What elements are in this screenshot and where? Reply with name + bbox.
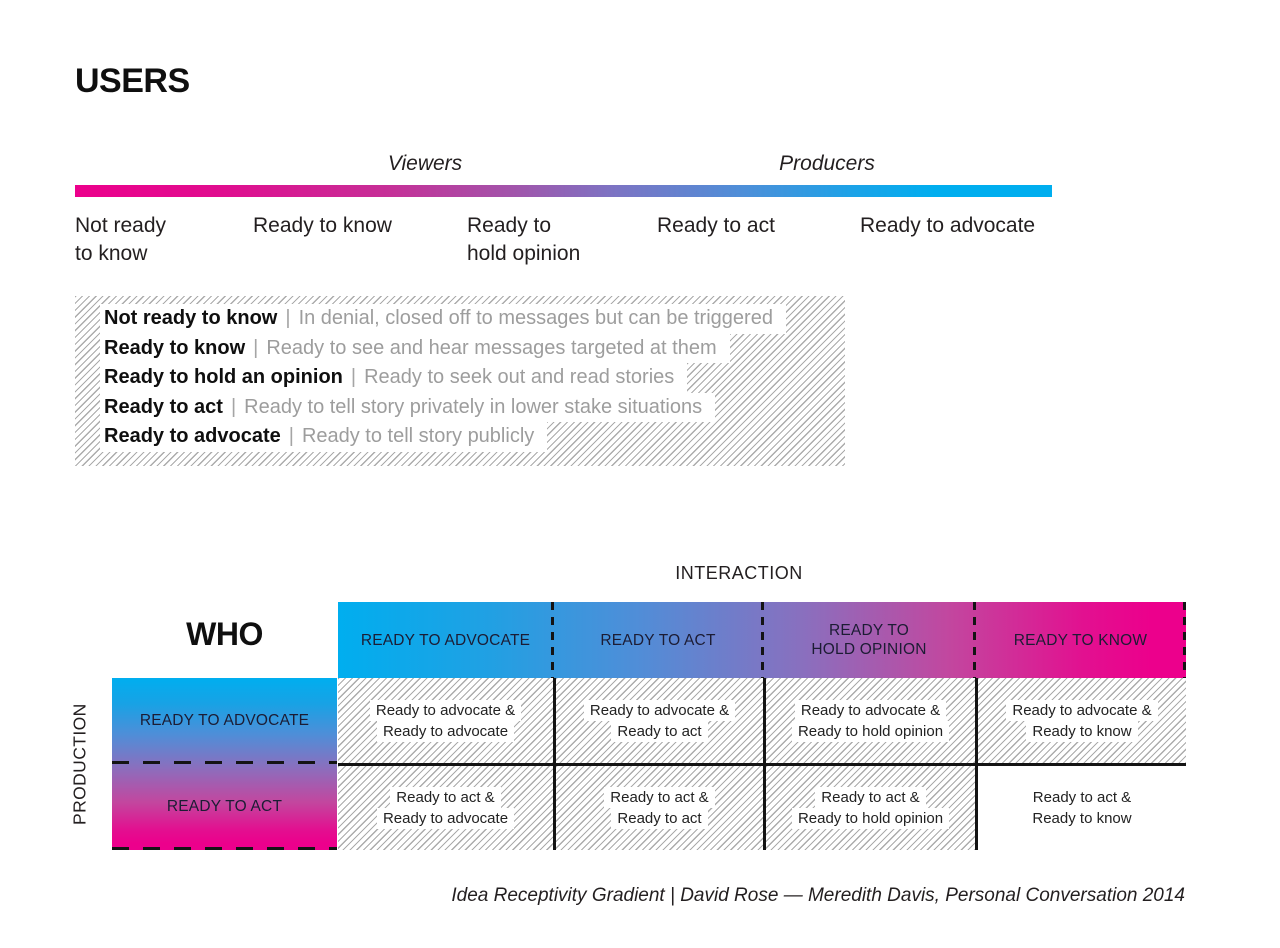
definition-term: Ready to know — [104, 336, 246, 359]
definition-description: Ready to tell story privately in lower s… — [244, 395, 703, 418]
definition-term: Not ready to know — [104, 307, 278, 329]
definition-strip: Ready to act | Ready to tell story private… — [100, 392, 716, 423]
matrix-cell-text: Ready to act & — [390, 787, 501, 808]
matrix-cell-act-know: Ready to act & Ready to know — [975, 763, 1186, 850]
dashed-column-divider — [973, 602, 976, 678]
dashed-row-divider — [112, 847, 337, 850]
column-header-ready-to-advocate: READY TO ADVOCATE — [360, 631, 531, 649]
definition-row-ready-to-act: Ready to act | Ready to tell story private… — [100, 392, 845, 423]
definition-separator: | — [230, 395, 237, 418]
matrix-cell-text: Ready to advocate — [376, 720, 515, 742]
matrix-cell-text: Ready to act & — [815, 787, 926, 808]
matrix-cell-advocate-act: Ready to advocate & Ready to act — [553, 678, 763, 763]
matrix-cell-act-hold-opinion: Ready to act & Ready to hold opinion — [763, 763, 975, 850]
definition-description: Ready to see and hear messages targeted … — [266, 336, 717, 359]
production-row-headers: READY TO ADVOCATE READY TO ACT — [112, 678, 337, 850]
row-header-ready-to-act: READY TO ACT — [166, 797, 283, 815]
producers-label: Producers — [779, 152, 875, 175]
stage-label-ready-to-act: Ready to act — [657, 214, 775, 237]
definition-row-ready-to-advocate: Ready to advocate | Ready to tell story pu… — [100, 422, 845, 452]
matrix-cell-text: Ready to advocate & — [369, 699, 522, 721]
interaction-axis-label: INTERACTION — [675, 563, 803, 583]
definition-term: Ready to advocate — [104, 425, 281, 448]
matrix-cell-text: Ready to advocate — [376, 808, 515, 829]
matrix-cell-text: Ready to hold opinion — [791, 720, 950, 742]
row-header-ready-to-advocate: READY TO ADVOCATE — [139, 711, 310, 729]
production-axis-label: PRODUCTION — [69, 703, 90, 825]
definition-separator: | — [350, 366, 357, 389]
who-title: WHO — [186, 616, 263, 652]
definition-row-not-ready-to-know: Not ready to know | In denial, closed off … — [100, 304, 845, 334]
stage-label-not-ready-to-know: Not ready to know — [75, 214, 167, 265]
definition-row-ready-to-know: Ready to know | Ready to see and hear mess… — [100, 333, 845, 364]
definition-strip: Ready to hold an opinion | Ready to seek o… — [100, 363, 688, 393]
dashed-column-divider — [761, 602, 764, 678]
definition-term: Ready to act — [104, 395, 223, 418]
matrix-cell-text: Ready to advocate & — [1006, 699, 1158, 721]
matrix-cell-advocate-advocate: Ready to advocate & Ready to advocate — [338, 678, 553, 763]
definition-row-ready-to-hold-an-opinion: Ready to hold an opinion | Ready to seek o… — [100, 363, 845, 393]
matrix-cell-advocate-hold-opinion: Ready to advocate & Ready to hold opinio… — [763, 678, 975, 763]
source-attribution: Idea Receptivity Gradient | David Rose —… — [451, 885, 1185, 906]
stage-label-ready-to-advocate: Ready to advocate — [860, 214, 1036, 237]
dashed-column-divider — [551, 602, 554, 678]
definition-description: Ready to seek out and read stories — [364, 366, 675, 389]
viewers-label: Viewers — [387, 152, 463, 175]
definitions-box: Not ready to know | In denial, closed off … — [75, 296, 845, 466]
receptivity-gradient-bar — [75, 185, 1052, 197]
matrix-grid: Ready to advocate & Ready to advocate Re… — [338, 678, 1186, 850]
dashed-column-divider — [1183, 602, 1186, 678]
matrix-cell-text: Ready to advocate & — [583, 699, 736, 721]
matrix-cell-text: Ready to know — [1026, 720, 1138, 742]
column-header-ready-to-act: READY TO ACT — [600, 631, 716, 649]
column-header-ready-to-know: READY TO KNOW — [1013, 631, 1148, 649]
stage-label-ready-to-hold-opinion: Ready to hold opinion — [467, 214, 581, 265]
matrix-cell-act-act: Ready to act & Ready to act — [553, 763, 763, 850]
matrix-cell-act-advocate: Ready to act & Ready to advocate — [338, 763, 553, 850]
definition-description: In denial, closed off to messages but ca… — [298, 307, 773, 329]
dashed-row-divider — [112, 761, 337, 764]
matrix-cell-text: Ready to act & — [604, 787, 715, 808]
matrix-cell-text: Ready to advocate & — [794, 699, 947, 721]
column-header-ready-to-hold-opinion: READY TO HOLD OPINION — [811, 622, 927, 658]
users-section-title: USERS — [75, 62, 190, 100]
interaction-column-headers: READY TO ADVOCATE READY TO ACT READY TO … — [338, 602, 1186, 678]
definition-strip: Ready to know | Ready to see and hear mess… — [100, 333, 730, 364]
definition-term: Ready to hold an opinion — [104, 366, 343, 389]
definition-description: Ready to tell story publicly — [301, 425, 535, 448]
matrix-cell-advocate-know: Ready to advocate & Ready to know — [975, 678, 1186, 763]
matrix-cell-text: Ready to hold opinion — [791, 808, 950, 829]
matrix-cell-text: Ready to act — [611, 720, 708, 742]
definition-separator: | — [288, 425, 294, 448]
definition-strip: Ready to advocate | Ready to tell story pu… — [100, 422, 548, 452]
stage-label-ready-to-know: Ready to know — [253, 214, 392, 237]
matrix-cell-text: Ready to act & — [1026, 787, 1138, 808]
matrix-cell-text: Ready to act — [611, 808, 708, 829]
matrix-cell-text: Ready to know — [1026, 808, 1138, 829]
definition-separator: | — [285, 307, 291, 329]
definition-strip: Not ready to know | In denial, closed off … — [100, 304, 786, 334]
definition-separator: | — [253, 336, 259, 359]
